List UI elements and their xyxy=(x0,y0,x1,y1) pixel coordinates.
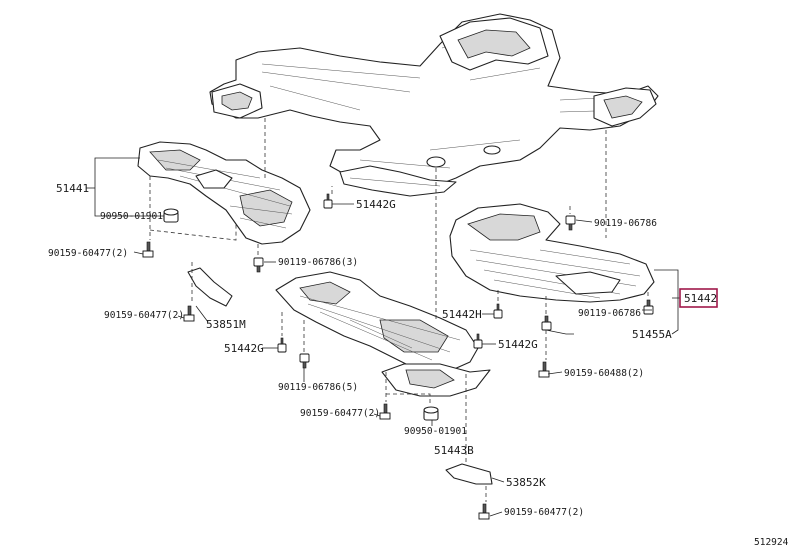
bracket-53851m[interactable] xyxy=(187,267,233,307)
label-90119-06786-5: 90119-06786(5) xyxy=(278,382,358,393)
label-90119-06786-3: 90119-06786(3) xyxy=(278,257,358,268)
figure-code: 512924 xyxy=(754,537,789,548)
bolt-90119-06786-5[interactable] xyxy=(299,353,310,369)
label-51443b: 51443B xyxy=(434,444,474,457)
label-90159-60477-b: 90159-60477(2) xyxy=(104,310,184,321)
label-90119-06786-right-top: 90119-06786 xyxy=(594,218,657,229)
label-90950-01901-top: 90950-01901 xyxy=(100,211,163,222)
label-51442g-top: 51442G xyxy=(356,198,396,211)
label-51455a: 51455A xyxy=(632,328,672,341)
label-90159-60477-c: 90159-60477(2) xyxy=(300,408,380,419)
label-90159-60477-a: 90159-60477(2) xyxy=(48,248,128,259)
engine-under-cover-51442[interactable] xyxy=(449,203,655,303)
label-51442g-right: 51442G xyxy=(498,338,538,351)
label-90950-01901-bottom: 90950-01901 xyxy=(404,426,467,437)
leader-lines xyxy=(86,157,680,517)
bolt-90159-60477-a[interactable] xyxy=(142,241,154,258)
clip-51442g-right[interactable] xyxy=(473,333,483,349)
clip-51455a[interactable] xyxy=(541,315,552,331)
assembly-guide-lines xyxy=(149,118,649,502)
clip-51442h[interactable] xyxy=(493,303,503,319)
label-51442-highlighted[interactable]: 51442 xyxy=(684,292,717,305)
label-90159-60477-d: 90159-60477(2) xyxy=(504,507,584,518)
bolt-90159-60477-c[interactable] xyxy=(379,403,391,420)
engine-under-cover-51441[interactable] xyxy=(137,141,311,245)
bolt-90159-60477-b[interactable] xyxy=(183,305,195,322)
engine-under-cover-51443b[interactable] xyxy=(275,271,491,421)
highlight-box-51442[interactable] xyxy=(679,288,718,308)
label-51441: 51441 xyxy=(56,182,89,195)
bolt-90119-06786-right[interactable] xyxy=(643,299,654,315)
clip-51442g-left[interactable] xyxy=(277,337,287,353)
label-51442h: 51442H xyxy=(442,308,482,321)
label-51442g-left: 51442G xyxy=(224,342,264,355)
bolt-90119-06786-right-top[interactable] xyxy=(565,215,576,231)
bolt-90119-06786-3[interactable] xyxy=(253,257,264,273)
bolt-90159-60477-d[interactable] xyxy=(478,503,490,520)
bracket-53852k[interactable] xyxy=(445,463,493,485)
label-53852k: 53852K xyxy=(506,476,546,489)
bolt-90159-60488[interactable] xyxy=(538,361,550,378)
label-53851m: 53851M xyxy=(206,318,246,331)
front-suspension-crossmember[interactable] xyxy=(209,13,659,197)
label-90119-06786-right: 90119-06786 xyxy=(578,308,641,319)
clip-51442g-top[interactable] xyxy=(323,193,333,209)
label-90159-60488: 90159-60488(2) xyxy=(564,368,644,379)
